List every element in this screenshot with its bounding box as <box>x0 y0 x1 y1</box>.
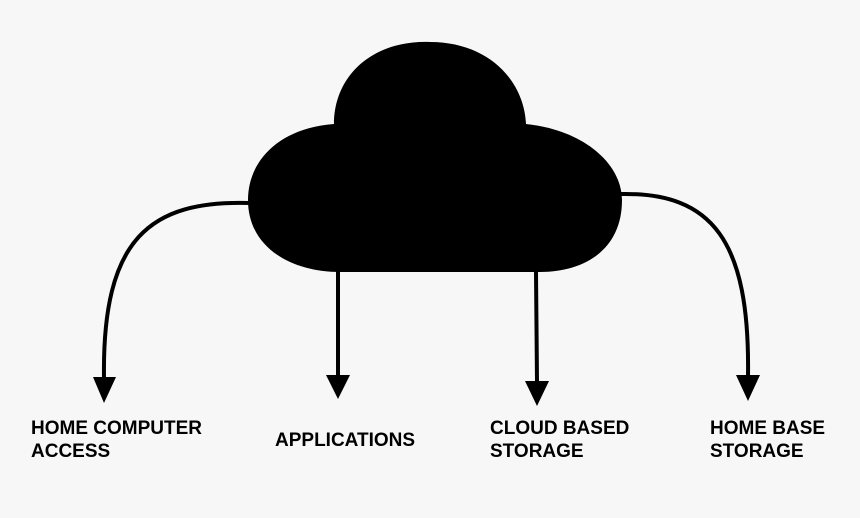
output-label-line: HOME COMPUTER <box>31 418 202 439</box>
arrowhead-cloud-based-storage <box>525 381 549 406</box>
output-label-line: STORAGE <box>490 441 584 462</box>
output-label-line: CLOUD BASED <box>490 418 630 439</box>
connector-home-computer-access <box>101 200 252 380</box>
output-label-applications: APPLICATIONS <box>275 429 415 452</box>
output-label-home-computer-access: HOME COMPUTER ACCESS <box>31 417 202 463</box>
output-label-line: APPLICATIONS <box>275 430 416 451</box>
cloud-icon <box>248 41 622 272</box>
arrowhead-applications <box>326 375 350 399</box>
connector-home-base-storage <box>618 191 751 378</box>
connector-cloud-based-storage <box>534 270 539 384</box>
arrowhead-home-computer-access <box>93 377 116 403</box>
output-label-cloud-based-storage: CLOUD BASED STORAGE <box>490 417 629 463</box>
cloud-body <box>248 41 622 272</box>
connectors <box>101 191 751 384</box>
arrowheads <box>93 375 760 406</box>
output-label-line: ACCESS <box>31 441 111 462</box>
arrowhead-home-base-storage <box>736 375 760 401</box>
output-label-line: STORAGE <box>710 441 804 462</box>
output-label-line: HOME BASE <box>710 418 826 439</box>
output-label-home-base-storage: HOME BASE STORAGE <box>710 417 825 463</box>
